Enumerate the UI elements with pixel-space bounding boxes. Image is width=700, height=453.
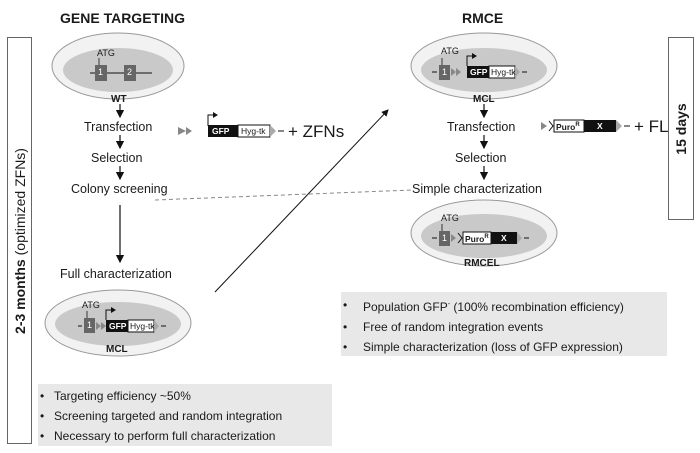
- mcl-left-gfp: GFP: [109, 321, 127, 331]
- rmce-info-box: Population GFP- (100% recombination effi…: [341, 292, 667, 357]
- rmcel-atg: ATG: [441, 213, 459, 223]
- rmcel-exon1: 1: [442, 233, 448, 243]
- gt-step-full-characterization: Full characterization: [60, 267, 172, 281]
- wt-exon2-label: 2: [127, 67, 133, 77]
- mcl-left-atg: ATG: [82, 300, 100, 310]
- exon-2: [124, 65, 136, 81]
- wt-cell: [51, 32, 185, 100]
- rmce-bullet: Simple characterization (loss of GFP exp…: [341, 337, 667, 357]
- gt-plus-zfns: + ZFNs: [288, 122, 345, 141]
- gt-step-colony-screening: Colony screening: [71, 182, 168, 196]
- wt-exon1-label: 1: [98, 67, 104, 77]
- duration-left-text: 2-3 months (optimized ZFNs): [11, 147, 28, 334]
- duration-box-right: 15 days: [668, 37, 694, 220]
- rmce-step-selection: Selection: [455, 151, 507, 165]
- wt-cell-label: WT: [111, 94, 127, 105]
- mcl-right-atg: ATG: [441, 46, 459, 56]
- rmce-cassette-x: X: [597, 121, 603, 131]
- mcl-right-gfp: GFP: [470, 67, 488, 77]
- rmce-bullet: Population GFP- (100% recombination effi…: [341, 295, 667, 317]
- duration-box-left: 2-3 months (optimized ZFNs): [7, 37, 32, 444]
- rmce-step-simple-characterization: Simple characterization: [412, 182, 542, 196]
- gt-bullet: Screening targeted and random integratio…: [38, 406, 332, 426]
- exon-1: [95, 65, 107, 81]
- gt-bullet: Necessary to perform full characterizati…: [38, 426, 332, 446]
- gt-step-selection: Selection: [91, 151, 143, 165]
- mcl-left-hyg: Hyg-tk: [130, 321, 155, 331]
- rmce-title: RMCE: [462, 10, 504, 26]
- gt-info-box: Targeting efficiency ~50% Screening targ…: [38, 384, 332, 446]
- gt-donor-cassette: [178, 112, 284, 138]
- gt-step-transfection: Transfection: [84, 120, 153, 134]
- mcl-left-exon1: 1: [87, 320, 93, 330]
- gt-cassette-hyg: Hyg-tk: [241, 126, 266, 136]
- gt-cassette-gfp: GFP: [212, 126, 230, 136]
- gt-bullet: Targeting efficiency ~50%: [38, 386, 332, 406]
- mcl-cell-right: [410, 32, 558, 100]
- rmcel-cell: [410, 199, 558, 267]
- mcl-left-label: MCL: [106, 344, 128, 355]
- rmcel-puro: PuroR: [465, 233, 489, 244]
- duration-right-text: 15 days: [673, 102, 689, 155]
- rmce-donor-cassette: [541, 119, 630, 133]
- rmce-bullet: Free of random integration events: [341, 317, 667, 337]
- mcl-right-exon1: 1: [442, 67, 448, 77]
- diagonal-arrow: [214, 109, 389, 293]
- dashed-connector: [154, 189, 413, 201]
- rmcel-label: RMCEL: [464, 258, 500, 269]
- gene-targeting-title: GENE TARGETING: [60, 10, 185, 26]
- rmce-step-transfection: Transfection: [447, 120, 516, 134]
- mcl-right-label: MCL: [473, 94, 495, 105]
- rmce-cassette-puro: PuroR: [556, 121, 580, 132]
- wt-atg-label: ATG: [97, 48, 115, 58]
- mcl-right-hyg: Hyg-tk: [491, 67, 516, 77]
- mcl-cell-left: [44, 289, 192, 357]
- rmcel-x: X: [501, 233, 507, 243]
